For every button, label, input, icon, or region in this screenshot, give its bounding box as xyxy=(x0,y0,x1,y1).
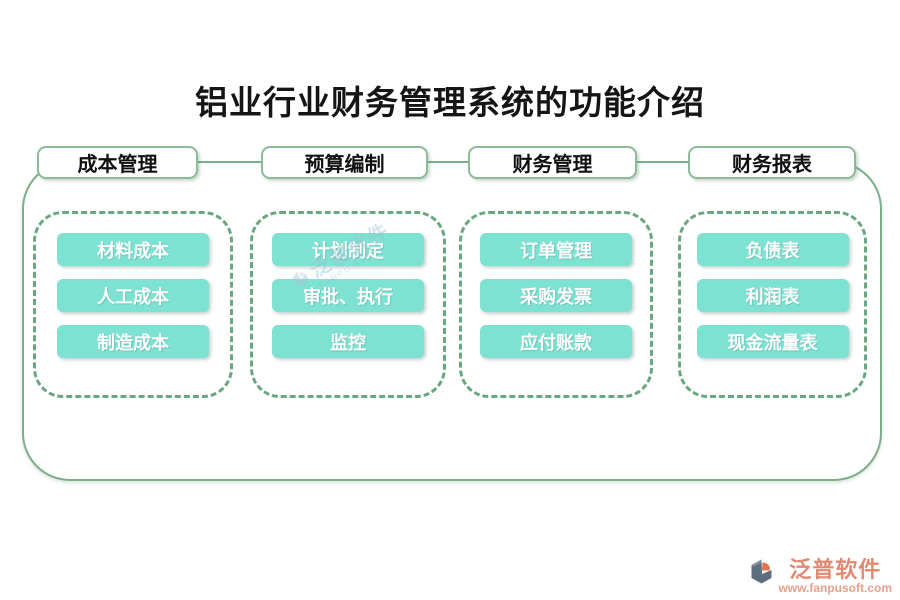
tab-budget-preparation[interactable]: 预算编制 xyxy=(261,146,428,179)
feature-plan-formulation[interactable]: 计划制定 xyxy=(272,233,424,266)
feature-approval-execution[interactable]: 审批、执行 xyxy=(272,279,424,312)
feature-manufacturing-cost[interactable]: 制造成本 xyxy=(57,325,209,358)
brand-url[interactable]: www.fanpusoft.com xyxy=(778,581,892,595)
brand-logo: 泛普软件 www.fanpusoft.com xyxy=(748,558,892,595)
group-cost-management: 材料成本 人工成本 制造成本 xyxy=(33,211,233,398)
group-budget-preparation: 计划制定 审批、执行 监控 xyxy=(250,211,446,398)
feature-profit-statement[interactable]: 利润表 xyxy=(696,279,849,312)
feature-balance-sheet[interactable]: 负债表 xyxy=(696,233,849,266)
tab-cost-management[interactable]: 成本管理 xyxy=(37,146,198,179)
feature-labor-cost[interactable]: 人工成本 xyxy=(57,279,209,312)
tab-financial-reports[interactable]: 财务报表 xyxy=(688,146,856,179)
page-title: 铝业行业财务管理系统的功能介绍 xyxy=(195,86,705,122)
feature-cash-flow-statement[interactable]: 现金流量表 xyxy=(696,325,849,358)
feature-purchase-invoice[interactable]: 采购发票 xyxy=(480,279,632,312)
tab-finance-management[interactable]: 财务管理 xyxy=(468,146,637,179)
feature-monitoring[interactable]: 监控 xyxy=(272,325,424,358)
group-finance-management: 订单管理 采购发票 应付账款 xyxy=(459,211,653,398)
group-financial-reports: 负债表 利润表 现金流量表 xyxy=(678,211,867,398)
feature-material-cost[interactable]: 材料成本 xyxy=(57,233,209,266)
feature-order-management[interactable]: 订单管理 xyxy=(480,233,632,266)
brand-name: 泛普软件 xyxy=(789,557,882,582)
feature-accounts-payable[interactable]: 应付账款 xyxy=(480,325,632,358)
fanpu-logo-icon xyxy=(751,559,772,584)
function-panel-outline xyxy=(22,161,882,481)
